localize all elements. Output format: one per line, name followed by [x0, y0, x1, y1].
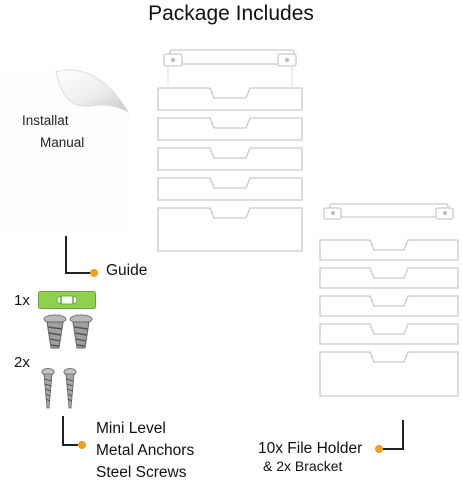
manual-title-text: Installat Manual — [22, 110, 132, 154]
metal-anchor-icon — [69, 314, 93, 349]
mini-level-image — [38, 291, 96, 309]
level-count: 1x — [14, 292, 30, 309]
file-holder-label: 10x File Holder — [258, 440, 363, 457]
manual-line-2: Manual — [40, 135, 85, 150]
file-holder-set-upper — [157, 49, 303, 252]
steel-screws-label: Steel Screws — [96, 464, 187, 481]
holder-callout-dot — [375, 445, 383, 453]
steel-screw-icon — [41, 368, 55, 409]
installation-manual-image — [2, 69, 130, 232]
guide-callout-dot — [90, 269, 98, 277]
guide-callout-line-horizontal — [65, 272, 91, 274]
metal-anchor-icon — [43, 314, 67, 349]
mini-level-label: Mini Level — [96, 420, 166, 437]
hardware-callout-line-vertical — [62, 416, 64, 446]
manual-line-1: Installat — [22, 113, 69, 128]
file-holder-set-lower — [319, 203, 459, 397]
metal-anchors-label: Metal Anchors — [96, 442, 195, 459]
page-title: Package Includes — [148, 2, 314, 25]
hardware-callout-line-horizontal — [62, 444, 78, 446]
holder-callout-line-vertical — [402, 420, 404, 450]
steel-screw-icon — [63, 368, 77, 409]
screws-count: 2x — [14, 354, 30, 371]
holder-callout-line-horizontal — [382, 448, 404, 450]
guide-label: Guide — [106, 262, 148, 279]
guide-callout-line-vertical — [65, 236, 67, 274]
hardware-callout-dot — [78, 441, 86, 449]
bracket-label: & 2x Bracket — [263, 458, 343, 474]
